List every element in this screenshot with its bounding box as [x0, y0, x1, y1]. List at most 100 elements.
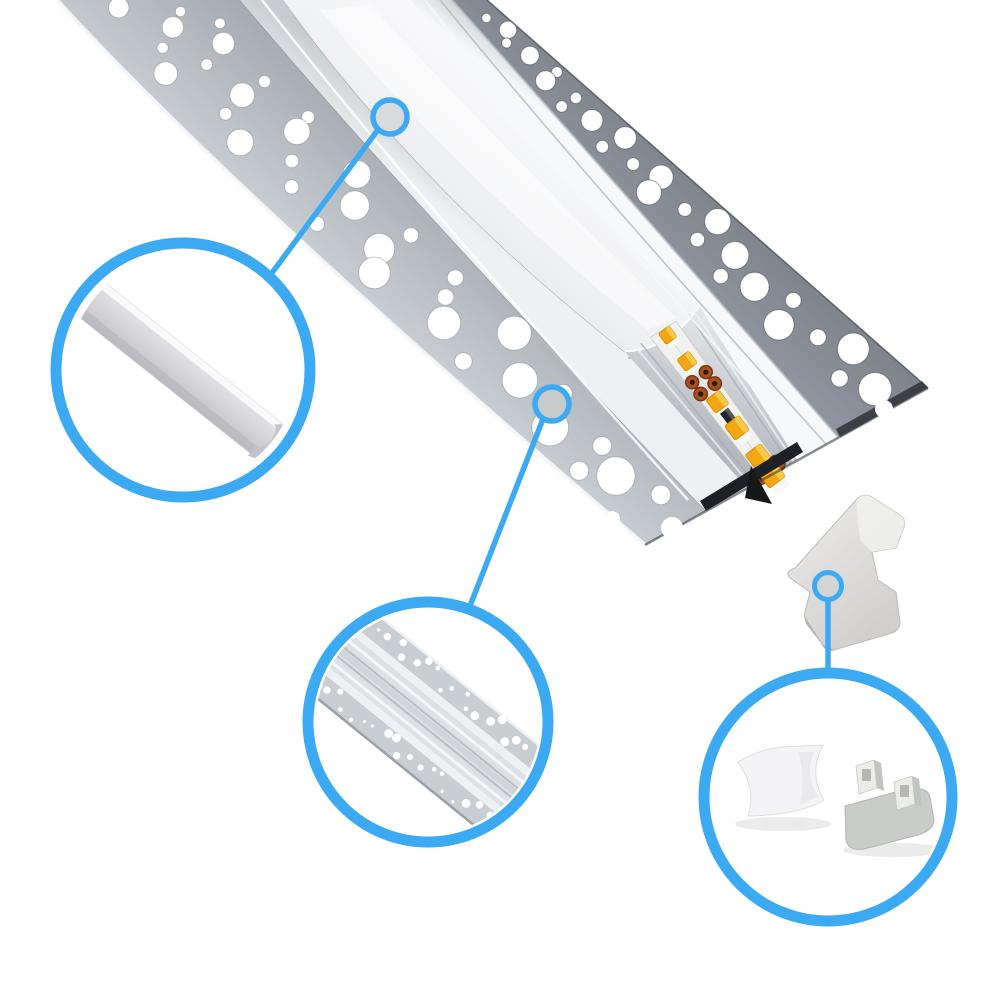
flange-dot: [562, 767, 570, 775]
upper-wall-groove: [439, 0, 827, 445]
flange-hole: [569, 460, 590, 481]
flange-dot: [397, 653, 406, 661]
flange-hole: [626, 157, 641, 172]
led-solder-pad: [772, 478, 789, 494]
cut-end-wedge: [745, 466, 772, 504]
flange-hole: [555, 100, 569, 113]
mini-profile: [282, 581, 570, 841]
flange-dot: [522, 743, 529, 750]
callout-ring-1: [50, 237, 316, 503]
flange-dot: [399, 638, 407, 647]
perforated-flange-right: [452, 0, 928, 437]
flange-dot: [384, 729, 394, 738]
flange-right-outer-rim: [486, 0, 929, 389]
cut-notch: [604, 511, 620, 527]
channel-rib: [693, 309, 795, 463]
flange-dot: [335, 603, 340, 608]
flange-dot: [475, 801, 484, 809]
flange-dot: [332, 581, 337, 586]
flange-hole: [720, 241, 750, 270]
flange-hole: [836, 332, 870, 366]
channel-lower-wall: [240, 0, 747, 511]
flange-hole: [211, 31, 235, 56]
hotspot-dot-diffuser[interactable]: [370, 97, 410, 137]
flange-hole: [501, 362, 539, 399]
flange-hole: [481, 12, 492, 24]
leader-line-1: [263, 128, 380, 284]
flange-dot: [486, 716, 496, 726]
led-chip: [724, 415, 753, 445]
flange-dot: [431, 766, 437, 772]
hotspot-dot-channel[interactable]: [532, 384, 572, 424]
flange-hole: [809, 328, 827, 347]
flange-dot: [337, 688, 344, 695]
flange-dot: [463, 706, 469, 712]
flange-hole: [613, 126, 637, 150]
flange-hole: [520, 45, 540, 66]
flange-hole: [358, 256, 391, 290]
flange-dot: [392, 751, 401, 760]
cap-clip-notch: [862, 769, 871, 781]
flange-hole: [704, 208, 732, 236]
flange-dot: [451, 800, 455, 804]
flange-hole: [339, 190, 370, 221]
flange-dot: [425, 657, 433, 665]
flange-hole: [446, 269, 464, 287]
flange-hole: [226, 128, 254, 157]
flange-dot: [323, 686, 331, 694]
flange-hole: [580, 109, 604, 132]
flange-hole: [763, 309, 795, 341]
flange-right-inner-rim: [451, 0, 839, 438]
flange-hole: [650, 484, 672, 506]
flange-hole: [535, 70, 557, 92]
cut-notch: [661, 517, 683, 539]
resistor-core: [689, 379, 695, 385]
resistor-core: [712, 380, 718, 387]
hotspot-dot-endcap[interactable]: [812, 570, 844, 602]
led-chip: [658, 326, 679, 348]
channel-rib: [634, 346, 752, 487]
led-highlight: [715, 391, 729, 407]
flange-hole: [596, 456, 636, 496]
flange-hole: [569, 91, 583, 105]
flange-hole: [156, 41, 169, 54]
flange-dot: [413, 659, 422, 667]
flange-dot: [494, 833, 502, 841]
smd-top: [724, 407, 737, 422]
flange-dot: [435, 665, 441, 671]
channel-ribs: [634, 309, 795, 487]
flange-dot: [282, 643, 287, 648]
leader-line-2: [465, 416, 546, 614]
flange-hole: [635, 179, 662, 206]
resistor-core: [698, 391, 704, 397]
flange-hole: [284, 179, 300, 195]
callout-ring-3: [698, 667, 958, 927]
flange-dot: [362, 610, 367, 612]
flange-hole: [496, 315, 532, 351]
flange-hole: [153, 61, 178, 86]
mini-profile-cut-end: [528, 799, 540, 834]
led-highlight: [734, 416, 749, 433]
led-highlight: [685, 351, 697, 366]
callout-channel-detail: [282, 581, 570, 848]
led-solder-pad: [687, 364, 700, 376]
flange-dot: [392, 733, 401, 743]
flange-hole: [592, 436, 612, 456]
led-chip: [677, 351, 700, 376]
cap-clip-side: [874, 760, 884, 791]
channel-rib: [640, 342, 756, 484]
flange-dot: [338, 707, 343, 712]
ridge-highlight-line: [261, 0, 689, 501]
flange-hole: [402, 227, 419, 244]
flange-hole: [739, 271, 770, 302]
flange-dot: [449, 686, 455, 691]
led-solder-pad: [737, 432, 753, 445]
flange-dot: [362, 719, 367, 724]
upper-wall-highlight: [424, 0, 813, 453]
flange-dot: [551, 769, 559, 777]
flange-hole: [677, 202, 693, 217]
flange-dot: [370, 724, 374, 728]
flange-dot: [465, 691, 470, 697]
flange-dot: [470, 711, 480, 721]
